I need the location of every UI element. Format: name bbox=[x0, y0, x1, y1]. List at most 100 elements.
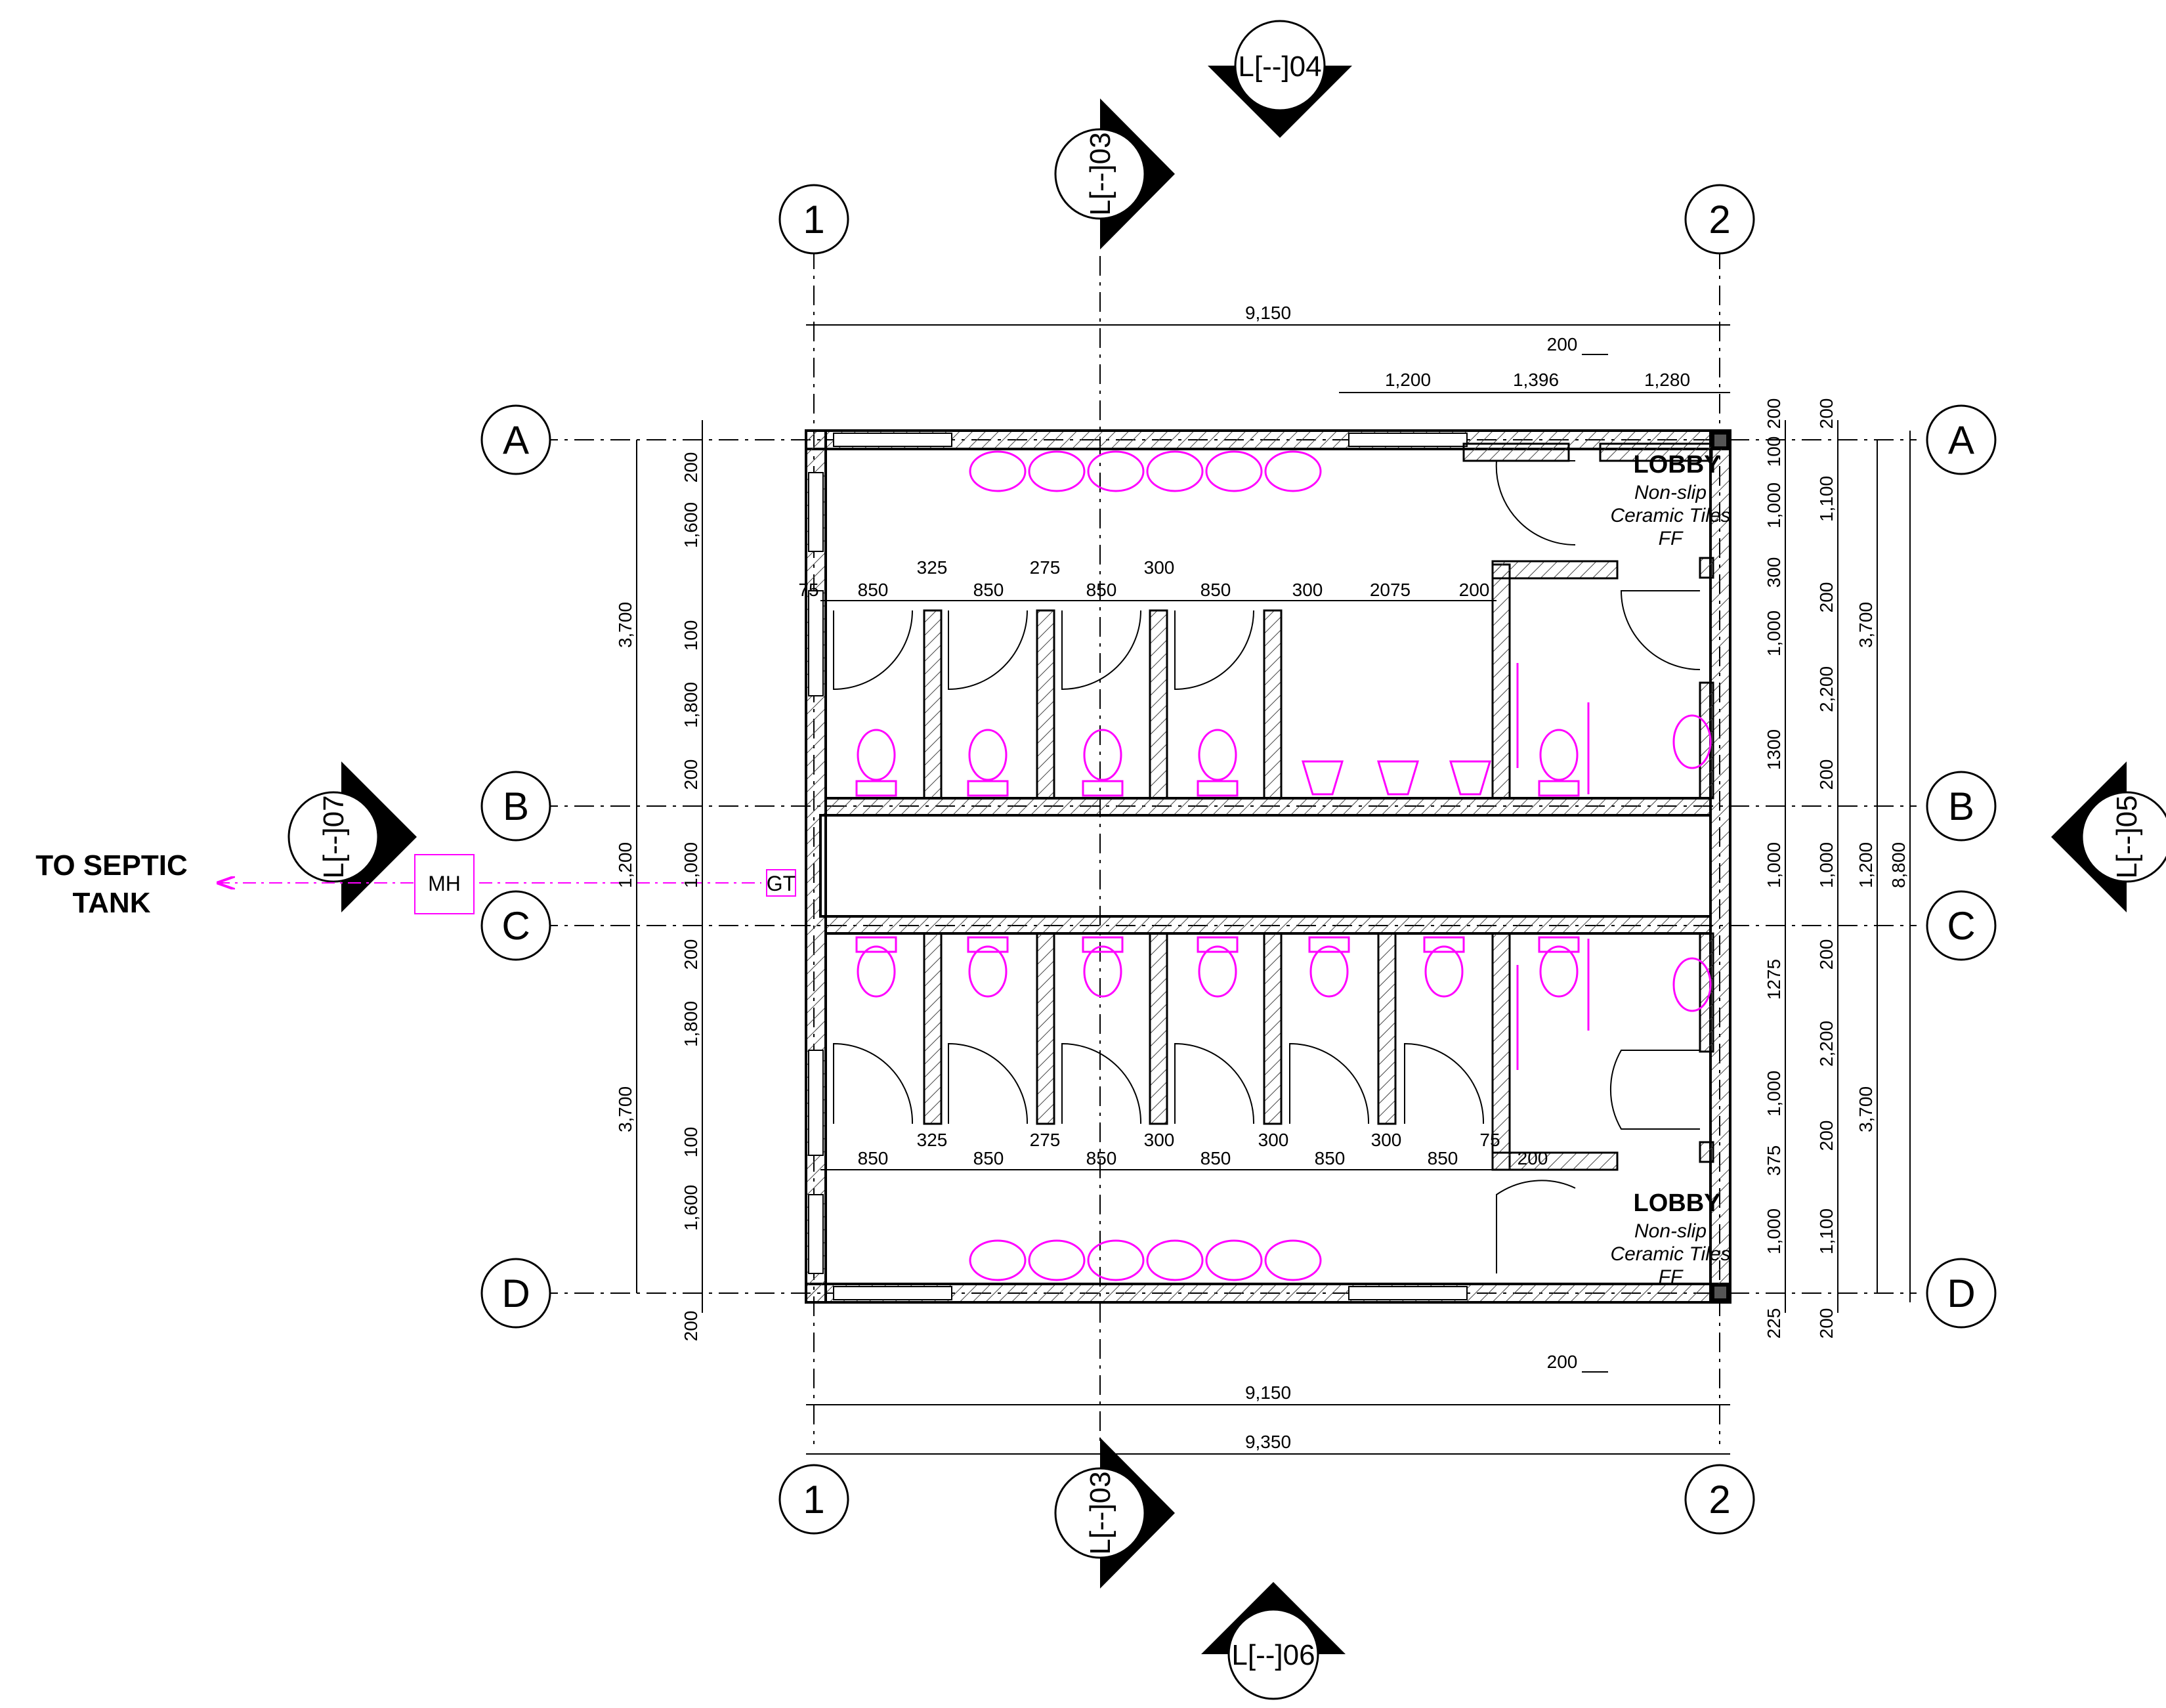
svg-text:225: 225 bbox=[1764, 1308, 1784, 1339]
svg-text:1,000: 1,000 bbox=[1764, 482, 1784, 528]
svg-text:850: 850 bbox=[973, 580, 1004, 600]
lobby-label-top: LOBBY Non-slip Ceramic Tiles FF bbox=[1610, 451, 1730, 549]
dim-top-seg-1: 1,200 bbox=[1385, 370, 1431, 390]
svg-text:200: 200 bbox=[1764, 398, 1784, 429]
svg-text:300: 300 bbox=[1144, 557, 1175, 578]
windows bbox=[808, 433, 1468, 1300]
svg-text:Ceramic Tiles: Ceramic Tiles bbox=[1610, 1243, 1730, 1265]
svg-text:200: 200 bbox=[1816, 1121, 1837, 1151]
svg-text:B: B bbox=[503, 784, 529, 828]
svg-text:850: 850 bbox=[1086, 1148, 1117, 1168]
svg-text:1,600: 1,600 bbox=[681, 502, 701, 548]
svg-text:850: 850 bbox=[1315, 1148, 1346, 1168]
svg-text:1,000: 1,000 bbox=[1816, 842, 1837, 888]
svg-text:1,800: 1,800 bbox=[681, 682, 701, 728]
dims-right-mid: 200 1,100 200 2,200 200 1,000 200 2,200 … bbox=[1816, 398, 1837, 1339]
grid-bubble-1-bottom: 1 bbox=[778, 1464, 849, 1535]
svg-text:300: 300 bbox=[1292, 580, 1323, 600]
svg-text:3,700: 3,700 bbox=[615, 1086, 635, 1132]
svg-text:100: 100 bbox=[681, 1127, 701, 1158]
svg-text:1,600: 1,600 bbox=[681, 1185, 701, 1231]
svg-text:1,100: 1,100 bbox=[1816, 1208, 1837, 1254]
svg-text:L[--]04: L[--]04 bbox=[1238, 51, 1321, 83]
svg-text:2,200: 2,200 bbox=[1816, 1021, 1837, 1067]
svg-text:2: 2 bbox=[1709, 1478, 1730, 1522]
svg-text:LOBBY: LOBBY bbox=[1634, 451, 1721, 479]
svg-text:A: A bbox=[503, 418, 529, 462]
svg-text:300: 300 bbox=[1764, 557, 1784, 588]
dim-top-seg-3: 1,280 bbox=[1644, 370, 1690, 390]
urinals bbox=[1301, 760, 1492, 796]
svg-text:200: 200 bbox=[1518, 1148, 1548, 1168]
svg-text:325: 325 bbox=[917, 557, 948, 578]
svg-text:200: 200 bbox=[681, 1311, 701, 1342]
svg-text:325: 325 bbox=[917, 1130, 948, 1150]
dims-right-outer: 3,700 1,200 3,700 8,800 bbox=[1856, 602, 1909, 1132]
svg-text:850: 850 bbox=[858, 580, 889, 600]
svg-text:200: 200 bbox=[1816, 1308, 1837, 1339]
fixtures bbox=[855, 450, 1712, 1281]
svg-text:FF: FF bbox=[1659, 528, 1684, 549]
toilet-row-bottom bbox=[855, 936, 1580, 998]
dim-overall-bottom-inner: 9,150 bbox=[1245, 1382, 1291, 1403]
svg-text:1275: 1275 bbox=[1764, 959, 1784, 1000]
svg-text:75: 75 bbox=[1479, 1130, 1500, 1150]
svg-text:275: 275 bbox=[1030, 1130, 1061, 1150]
svg-text:L[--]05: L[--]05 bbox=[2111, 795, 2143, 878]
svg-text:TO SEPTIC: TO SEPTIC bbox=[35, 849, 187, 882]
septic-label: TO SEPTIC TANK bbox=[35, 849, 187, 919]
section-callout-top: L[--]03 bbox=[1054, 98, 1175, 249]
svg-text:1,200: 1,200 bbox=[1856, 842, 1876, 888]
svg-text:A: A bbox=[1948, 418, 1974, 462]
svg-text:100: 100 bbox=[1764, 437, 1784, 467]
svg-text:75: 75 bbox=[798, 580, 818, 600]
svg-text:TANK: TANK bbox=[73, 887, 151, 919]
svg-text:375: 375 bbox=[1764, 1145, 1784, 1176]
svg-text:1: 1 bbox=[803, 198, 824, 242]
svg-text:1,800: 1,800 bbox=[681, 1001, 701, 1047]
grid-bubble-a-left: A bbox=[480, 404, 551, 475]
dim-top-corner: 200 bbox=[1547, 334, 1578, 354]
svg-text:1,000: 1,000 bbox=[1764, 1071, 1784, 1117]
svg-text:200: 200 bbox=[1816, 582, 1837, 613]
dims-right-inner: 200 100 1,000 300 1,000 1300 1,000 1275 … bbox=[1764, 398, 1784, 1339]
dims-left-outer: 3,700 1,200 3,700 bbox=[615, 602, 635, 1132]
svg-text:275: 275 bbox=[1030, 557, 1061, 578]
svg-text:8,800: 8,800 bbox=[1888, 842, 1909, 888]
svg-text:1,100: 1,100 bbox=[1816, 476, 1837, 522]
lower-partitions bbox=[923, 932, 1714, 1171]
dims-left-inner: 200 1,600 100 1,800 200 1,000 200 1,800 … bbox=[681, 452, 701, 1342]
grid-bubble-a-right: A bbox=[1926, 404, 1997, 475]
dim-overall-bottom-outer: 9,350 bbox=[1245, 1432, 1291, 1452]
basin-row-top bbox=[969, 450, 1322, 492]
grid-bubble-b-left: B bbox=[480, 771, 551, 842]
svg-text:B: B bbox=[1948, 784, 1974, 828]
svg-text:LOBBY: LOBBY bbox=[1634, 1189, 1721, 1217]
svg-text:1,200: 1,200 bbox=[615, 842, 635, 888]
svg-text:GT: GT bbox=[767, 872, 796, 895]
elevation-callout-top: L[--]04 bbox=[1208, 20, 1352, 138]
svg-text:200: 200 bbox=[1816, 398, 1837, 429]
dimension-lines bbox=[636, 324, 1911, 1455]
grid-bubble-2-bottom: 2 bbox=[1684, 1464, 1755, 1535]
svg-text:200: 200 bbox=[681, 452, 701, 483]
svg-text:L[--]03: L[--]03 bbox=[1084, 1471, 1116, 1554]
svg-text:200: 200 bbox=[681, 759, 701, 790]
dims-upper-cubicles: 75 850 325 850 275 850 300 850 300 2075 … bbox=[798, 557, 1489, 600]
svg-text:850: 850 bbox=[1200, 580, 1231, 600]
grid-bubble-1-top: 1 bbox=[778, 184, 849, 255]
svg-text:200: 200 bbox=[681, 939, 701, 970]
svg-text:MH: MH bbox=[428, 872, 461, 895]
svg-text:1,000: 1,000 bbox=[681, 842, 701, 888]
svg-text:2,200: 2,200 bbox=[1816, 666, 1837, 712]
svg-text:L[--]06: L[--]06 bbox=[1231, 1639, 1315, 1671]
dim-bottom-corner: 200 bbox=[1547, 1352, 1578, 1372]
svg-text:L[--]03: L[--]03 bbox=[1084, 132, 1116, 215]
svg-text:200: 200 bbox=[1816, 759, 1837, 790]
elevation-callout-left: L[--]07 bbox=[287, 761, 417, 912]
svg-text:C: C bbox=[1947, 904, 1975, 948]
svg-text:3,700: 3,700 bbox=[615, 602, 635, 648]
central-chase bbox=[819, 797, 1712, 935]
svg-text:1,000: 1,000 bbox=[1764, 842, 1784, 888]
